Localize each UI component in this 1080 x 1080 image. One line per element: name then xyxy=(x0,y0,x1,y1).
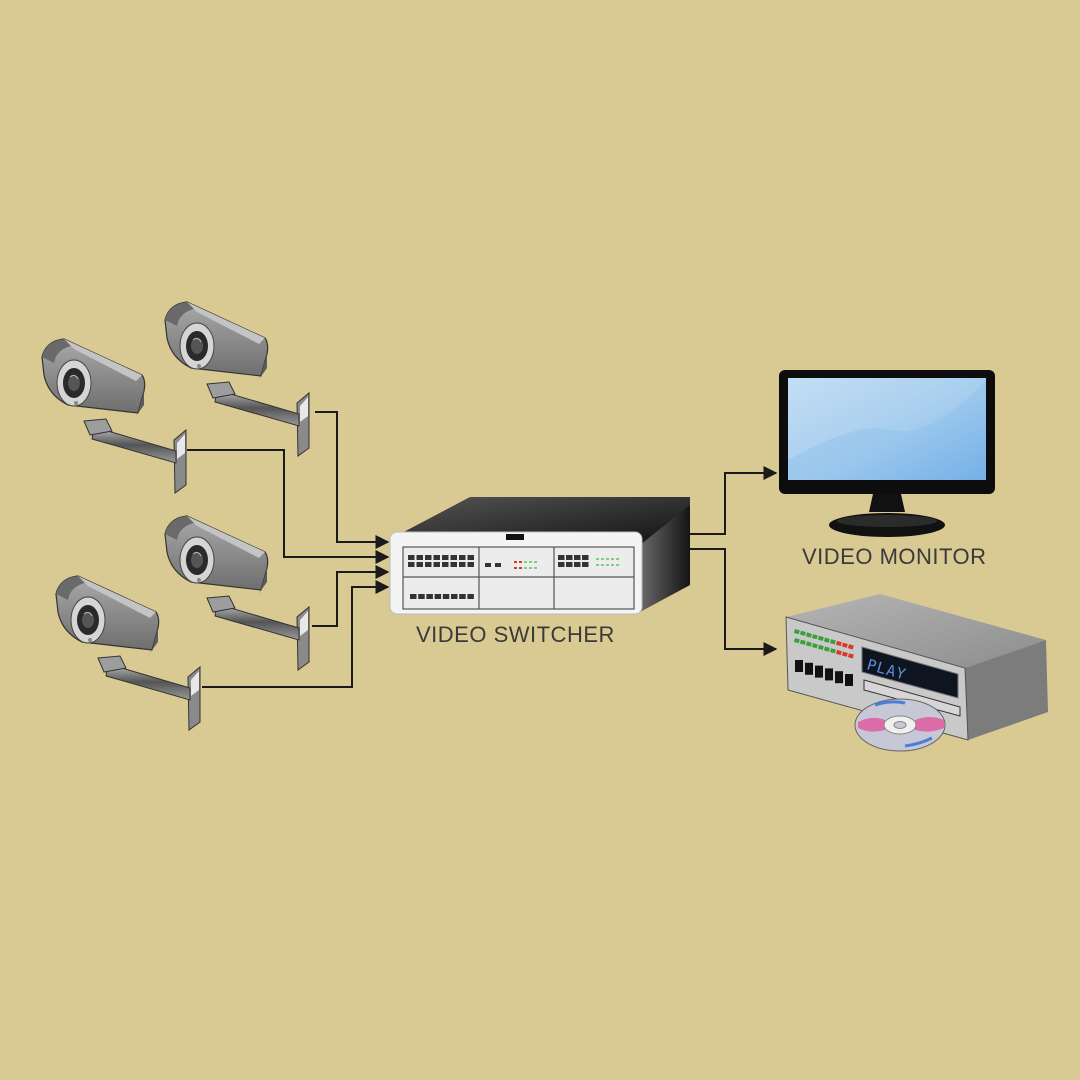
switcher-led xyxy=(529,561,532,563)
recorder-level-led xyxy=(811,634,818,640)
switcher-led xyxy=(524,567,527,569)
switcher-led xyxy=(616,564,619,566)
switcher-port xyxy=(418,594,425,599)
switcher-port xyxy=(442,555,449,560)
switcher-led xyxy=(519,561,522,563)
switcher-port xyxy=(566,562,573,567)
recorder-level-led xyxy=(823,637,830,643)
camera-2 xyxy=(41,338,187,494)
dvd-disc xyxy=(854,698,946,752)
switcher-port xyxy=(408,555,415,560)
recorder-level-led xyxy=(841,651,848,657)
switcher-port xyxy=(459,594,466,599)
switcher-port xyxy=(425,555,432,560)
switcher-led xyxy=(519,567,522,569)
recorder-level-led xyxy=(799,630,806,636)
switcher-led xyxy=(611,564,614,566)
recorder-level-led xyxy=(823,646,830,652)
recorder-level-led xyxy=(847,644,854,650)
recorder-level-led xyxy=(817,635,824,641)
switcher-led xyxy=(529,567,532,569)
connector-camera-2 xyxy=(187,449,390,564)
recorder-level-led xyxy=(793,628,800,635)
video-monitor-label: VIDEO MONITOR xyxy=(802,544,987,569)
switcher-port xyxy=(495,563,501,567)
recorder-level-led xyxy=(847,653,854,659)
camera-3 xyxy=(164,515,310,671)
recorder-button xyxy=(805,662,813,675)
connector-camera-4 xyxy=(202,580,390,688)
switcher-port xyxy=(574,555,581,560)
recorder-button xyxy=(835,671,843,684)
switcher-port xyxy=(433,555,440,560)
switcher-port xyxy=(408,562,415,567)
camera-4 xyxy=(55,575,201,731)
switcher-port xyxy=(582,555,589,560)
recorder-level-led xyxy=(841,642,848,648)
video-switcher xyxy=(389,497,690,615)
switcher-port xyxy=(459,555,466,560)
switcher-port xyxy=(450,555,457,560)
switcher-port xyxy=(459,562,466,567)
switcher-port xyxy=(451,594,458,599)
switcher-led xyxy=(601,564,604,566)
connector-monitor xyxy=(690,466,778,535)
recorder-level-led xyxy=(829,639,836,645)
switcher-led xyxy=(611,558,614,560)
recorder-level-led xyxy=(817,644,824,650)
video-switcher-label: VIDEO SWITCHER xyxy=(416,622,615,647)
switcher-led xyxy=(514,567,517,569)
switcher-led xyxy=(601,558,604,560)
switcher-port xyxy=(450,562,457,567)
switcher-port xyxy=(558,562,565,567)
switcher-port xyxy=(426,594,433,599)
switcher-port xyxy=(410,594,417,599)
recorder-button xyxy=(845,674,853,686)
switcher-led xyxy=(534,567,537,569)
switcher-port xyxy=(425,562,432,567)
recorder-level-led xyxy=(805,641,812,647)
switcher-led xyxy=(534,561,537,563)
connector-recorder xyxy=(690,548,778,656)
recorder-level-led xyxy=(835,649,842,656)
switcher-port xyxy=(416,555,423,560)
recorder-level-led xyxy=(799,639,806,645)
connector-camera-1 xyxy=(315,411,390,549)
recorder-level-led xyxy=(793,637,800,644)
recorder-button xyxy=(825,668,833,681)
switcher-port xyxy=(467,555,474,560)
switcher-led xyxy=(596,564,599,566)
switcher-port xyxy=(416,562,423,567)
recorder-level-led xyxy=(811,643,818,649)
switcher-port xyxy=(433,562,440,567)
switcher-port xyxy=(558,555,565,560)
switcher-port xyxy=(582,562,589,567)
recorder-level-led xyxy=(829,648,836,654)
recorder-level-led xyxy=(835,640,842,647)
recorder-button xyxy=(795,660,803,672)
switcher-port xyxy=(434,594,442,599)
camera-1 xyxy=(164,301,310,457)
switcher-port xyxy=(442,562,449,567)
switcher-led xyxy=(524,561,527,563)
switcher-port xyxy=(566,555,573,560)
dvd-recorder: PLAY xyxy=(785,594,1048,752)
switcher-port xyxy=(442,594,450,599)
recorder-button xyxy=(815,665,823,678)
switcher-led xyxy=(616,558,619,560)
switcher-port xyxy=(467,594,474,599)
switcher-led xyxy=(596,558,599,560)
switcher-led xyxy=(606,564,609,566)
switcher-port xyxy=(574,562,581,567)
connector-camera-3 xyxy=(312,565,390,627)
switcher-led xyxy=(514,561,517,563)
video-monitor xyxy=(779,370,995,537)
switcher-port xyxy=(485,563,491,567)
switcher-led xyxy=(606,558,609,560)
switcher-port xyxy=(467,562,474,567)
recorder-level-led xyxy=(805,632,812,638)
